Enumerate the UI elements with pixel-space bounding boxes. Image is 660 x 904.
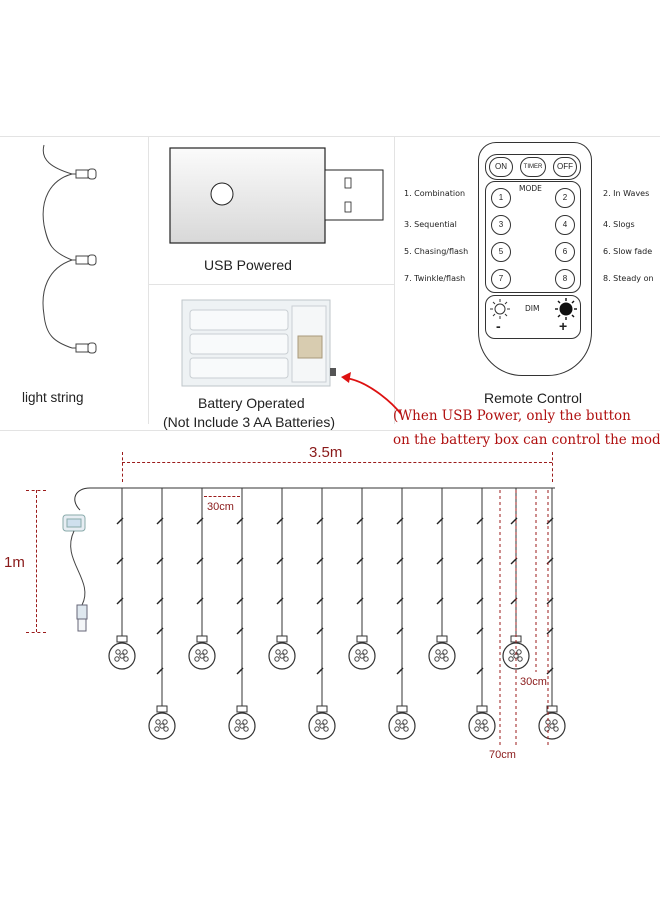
dim-up-sun-icon[interactable]: [553, 297, 579, 321]
light-strand-8: [388, 488, 416, 740]
light-strand-3: [188, 488, 216, 670]
spacing-label: 30cm: [207, 501, 234, 513]
timer-button[interactable]: TIMER: [520, 157, 546, 177]
width-tick-left: [122, 452, 123, 482]
mode-button-5-label: 5: [498, 247, 504, 256]
mode-button-7-label: 7: [498, 274, 504, 283]
light-strand-6: [308, 488, 336, 740]
dim-down-sun-icon[interactable]: [488, 298, 512, 320]
controller-box: [62, 514, 86, 532]
mode-button-7[interactable]: 7: [491, 269, 511, 289]
dim-plus-button[interactable]: +: [559, 318, 568, 334]
dim-label: DIM: [525, 304, 540, 313]
mode-label-4: 4. Slogs: [603, 220, 635, 229]
curtain-light-diagram: [62, 487, 566, 745]
mode-label-6: 6. Slow fade: [603, 247, 653, 256]
light-string-label: light string: [22, 390, 84, 405]
light-strand-5: [268, 488, 296, 670]
note-arrow: [341, 372, 402, 415]
top-divider: [0, 136, 660, 137]
width-tick-right: [552, 452, 553, 482]
on-button[interactable]: ON: [489, 157, 513, 177]
height-label: 1m: [4, 554, 25, 571]
light-strand-1: [108, 488, 136, 670]
on-button-label: ON: [495, 162, 507, 171]
light-strand-11: [502, 488, 530, 670]
height-dimension-line: [36, 490, 37, 632]
long-drop-label: 70cm: [489, 749, 516, 761]
off-button[interactable]: OFF: [553, 157, 577, 177]
mode-button-2-label: 2: [562, 193, 568, 202]
usb-powered-label: USB Powered: [204, 257, 292, 273]
short-drop-label: 30cm: [520, 676, 547, 688]
usb-plug: [76, 604, 88, 632]
bulb-3: [72, 342, 97, 354]
mode-label-7: 7. Twinkle/flash: [404, 274, 466, 283]
battery-label-line2: (Not Include 3 AA Batteries): [163, 414, 335, 430]
section-divider: [0, 430, 660, 431]
note-line1: (When USB Power, only the button: [393, 408, 631, 424]
mode-button-4-label: 4: [562, 220, 568, 229]
mid-divider: [148, 284, 394, 285]
light-strand-7: [348, 488, 376, 670]
battery-label-line1: Battery Operated: [198, 395, 305, 411]
col-divider-1: [148, 136, 149, 424]
mode-button-8[interactable]: 8: [555, 269, 575, 289]
remote-control-label: Remote Control: [484, 390, 583, 406]
usb-plug-icon: [169, 147, 384, 244]
mode-button-3-label: 3: [498, 220, 504, 229]
mode-button-6-label: 6: [562, 247, 568, 256]
mode-button-8-label: 8: [562, 274, 568, 283]
timer-button-label: TIMER: [523, 164, 543, 170]
light-strand-4: [228, 488, 256, 740]
height-tick-top: [26, 490, 46, 491]
mode-label-3: 3. Sequential: [404, 220, 457, 229]
light-strand-12: [538, 488, 566, 740]
width-dimension-line: [122, 462, 552, 463]
mode-button-4[interactable]: 4: [555, 215, 575, 235]
mode-button-1[interactable]: 1: [491, 188, 511, 208]
dim-button-group: [485, 295, 581, 339]
bulb-2: [72, 254, 97, 266]
mode-label-2: 2. In Waves: [603, 189, 650, 198]
mode-label-5: 5. Chasing/flash: [404, 247, 469, 256]
light-strand-10: [468, 488, 496, 740]
battery-box-icon: [181, 299, 336, 387]
mode-button-3[interactable]: 3: [491, 215, 511, 235]
mode-label-8: 8. Steady on: [603, 274, 654, 283]
spacing-dimension-line: [204, 496, 240, 497]
col-divider-2: [394, 136, 395, 424]
mode-label-1: 1. Combination: [404, 189, 466, 198]
dim-minus-button[interactable]: -: [496, 318, 501, 334]
light-strand-9: [428, 488, 456, 670]
mode-label: MODE: [519, 184, 542, 193]
mode-button-1-label: 1: [498, 193, 504, 202]
width-label: 3.5m: [309, 444, 343, 461]
light-strand-2: [148, 488, 176, 740]
mode-button-group: [485, 181, 581, 293]
power-button-group: [485, 154, 581, 180]
bulb-1: [72, 168, 97, 180]
light-string-illustration: [42, 144, 97, 354]
mode-button-5[interactable]: 5: [491, 242, 511, 262]
mode-button-2[interactable]: 2: [555, 188, 575, 208]
height-tick-bottom: [26, 632, 46, 633]
mode-button-6[interactable]: 6: [555, 242, 575, 262]
off-button-label: OFF: [557, 162, 573, 171]
note-line2: on the battery box can control the modes…: [393, 432, 660, 448]
